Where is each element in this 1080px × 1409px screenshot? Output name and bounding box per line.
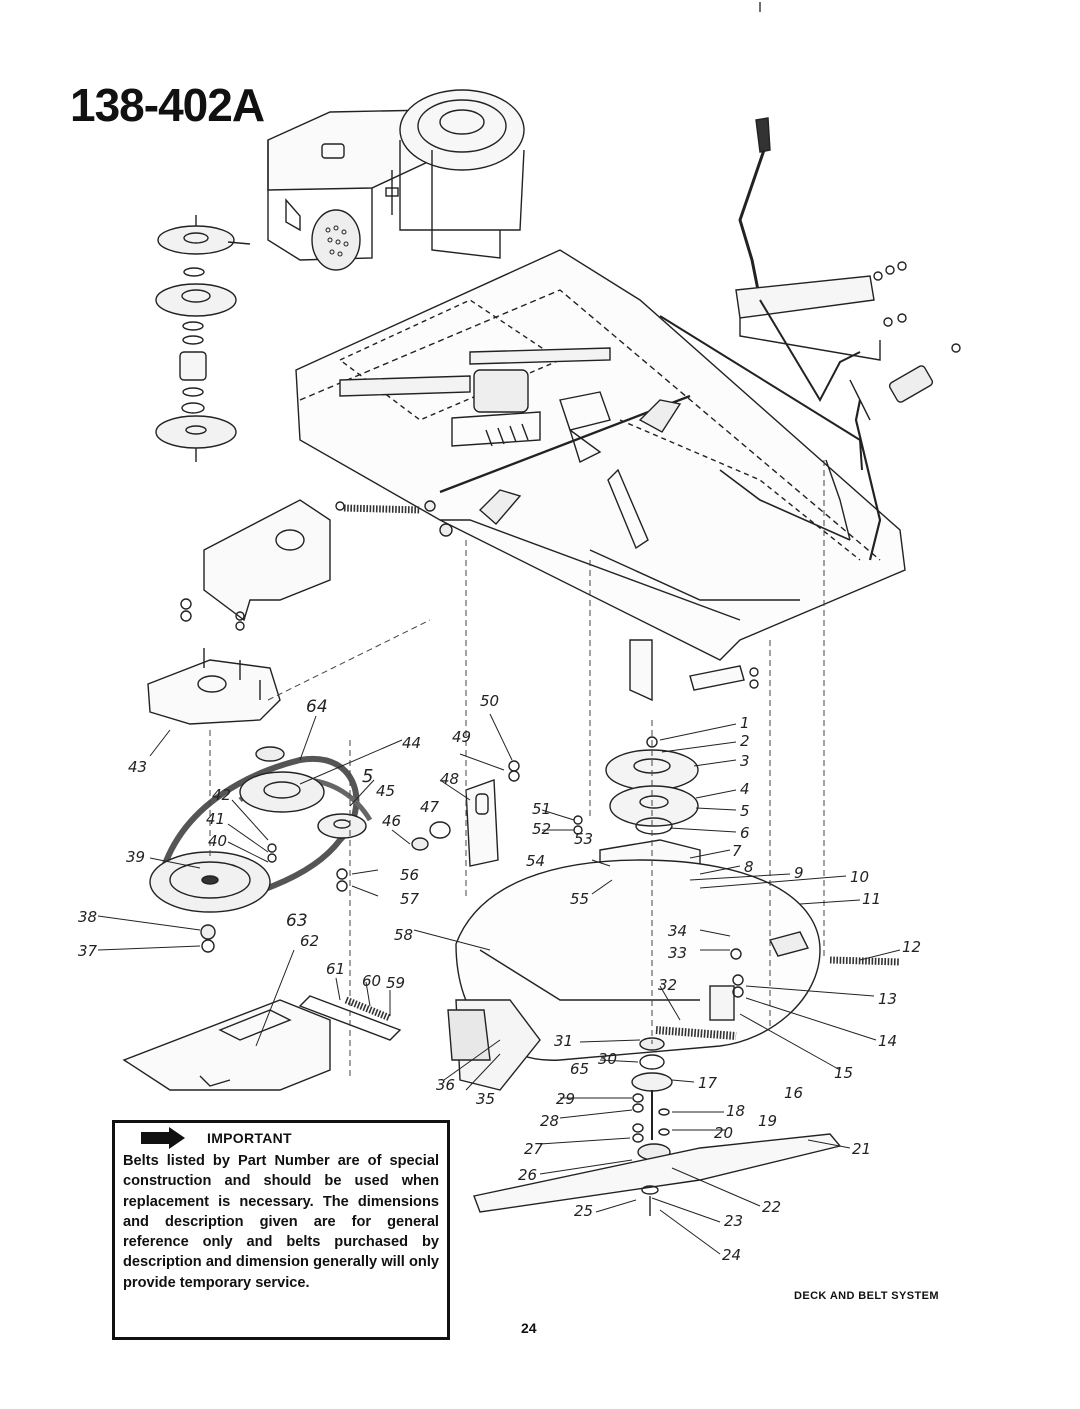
callout-35: 35 [476, 1090, 495, 1108]
muffler [325, 225, 349, 257]
callout-45: 45 [376, 782, 395, 800]
callout-42: 42 [212, 786, 231, 804]
callout-47: 47 [420, 798, 440, 816]
callout-8: 8 [744, 858, 754, 876]
mower-housing [447, 859, 821, 1091]
callout-57: 57 [400, 890, 420, 908]
callout-30: 30 [598, 1050, 617, 1068]
callout-53: 53 [574, 830, 593, 848]
belt-system [149, 746, 451, 953]
callout-41: 41 [206, 810, 225, 828]
callout-46: 46 [382, 812, 401, 830]
callout-36: 36 [436, 1076, 455, 1094]
callout-60: 60 [362, 972, 381, 990]
callout-32: 32 [658, 976, 677, 994]
callout-43: 43 [128, 758, 147, 776]
callout-11: 11 [862, 890, 881, 908]
callout-63: 63 [286, 911, 308, 931]
callout-14: 14 [878, 1032, 897, 1050]
callout-26: 26 [518, 1166, 537, 1184]
engine-pulley-stack [155, 215, 251, 462]
important-notice: IMPORTANT Belts listed by Part Number ar… [112, 1120, 450, 1340]
callout-62: 62 [300, 932, 319, 950]
callout-6: 6 [740, 824, 750, 842]
callout-1: 1 [740, 714, 750, 732]
callout-2: 2 [740, 732, 750, 750]
model-number: 138-402A [70, 79, 265, 131]
callout-34: 34 [668, 922, 687, 940]
mount-brackets [629, 639, 759, 702]
callout-28: 28 [540, 1112, 559, 1130]
callout-44: 44 [402, 734, 421, 752]
callout-49: 49 [452, 728, 471, 746]
arrow-right-icon [141, 1127, 185, 1149]
callout-50: 50 [480, 692, 499, 710]
deck-plate [122, 999, 331, 1091]
lift-handle [735, 117, 961, 561]
callout-12: 12 [902, 938, 921, 956]
leader-lines [97, 713, 901, 1255]
callout-5-belt: 5 [362, 766, 373, 787]
callout-24: 24 [722, 1246, 741, 1264]
callout-33: 33 [668, 944, 687, 962]
callout-52: 52 [532, 820, 551, 838]
callout-18: 18 [726, 1102, 745, 1120]
notice-heading: IMPORTANT [207, 1130, 292, 1146]
section-title: DECK AND BELT SYSTEM [794, 1290, 939, 1302]
callout-29: 29 [556, 1090, 575, 1108]
callout-27: 27 [524, 1140, 544, 1158]
callout-37: 37 [78, 942, 98, 960]
callout-56: 56 [400, 866, 419, 884]
notice-body: Belts listed by Part Number are of speci… [123, 1153, 439, 1291]
callout-55: 55 [570, 890, 589, 908]
callout-9: 9 [794, 864, 804, 882]
page-number: 24 [521, 1320, 537, 1336]
callout-15: 15 [834, 1064, 853, 1082]
callout-48: 48 [440, 770, 459, 788]
callout-23: 23 [724, 1212, 743, 1230]
callout-61: 61 [326, 960, 345, 978]
callout-16: 16 [784, 1084, 803, 1102]
callout-58: 58 [394, 926, 413, 944]
callout-19: 19 [758, 1112, 777, 1130]
callout-39: 39 [126, 848, 145, 866]
callout-38: 38 [78, 908, 97, 926]
engine [267, 89, 525, 271]
spring-top [335, 500, 453, 537]
callout-4: 4 [740, 780, 750, 798]
idler-bracket [147, 648, 281, 725]
assembly-lines [209, 460, 825, 1080]
bracket-48 [465, 760, 520, 867]
deck-linkage [339, 315, 863, 550]
callout-21: 21 [852, 1140, 871, 1158]
callout-65: 65 [570, 1060, 589, 1078]
callout-5: 5 [740, 802, 750, 820]
belt-cover [180, 499, 331, 631]
callout-3: 3 [740, 752, 750, 770]
callout-20: 20 [714, 1124, 733, 1142]
callout-numbers: 1 2 3 4 5 6 7 8 9 10 11 12 13 14 15 16 1… [78, 692, 921, 1264]
mower-deck-top [295, 249, 906, 661]
callout-25: 25 [574, 1202, 593, 1220]
callout-59: 59 [386, 974, 405, 992]
callout-7: 7 [732, 842, 742, 860]
callout-54: 54 [526, 852, 545, 870]
callout-64: 64 [306, 697, 328, 717]
callout-10: 10 [850, 868, 869, 886]
callout-22: 22 [762, 1198, 781, 1216]
deck-springs [298, 956, 901, 1041]
callout-51: 51 [532, 800, 551, 818]
callout-17: 17 [698, 1074, 718, 1092]
blade-spindle [473, 1037, 842, 1216]
callout-13: 13 [878, 990, 897, 1008]
callout-31: 31 [554, 1032, 573, 1050]
callout-40: 40 [208, 832, 227, 850]
